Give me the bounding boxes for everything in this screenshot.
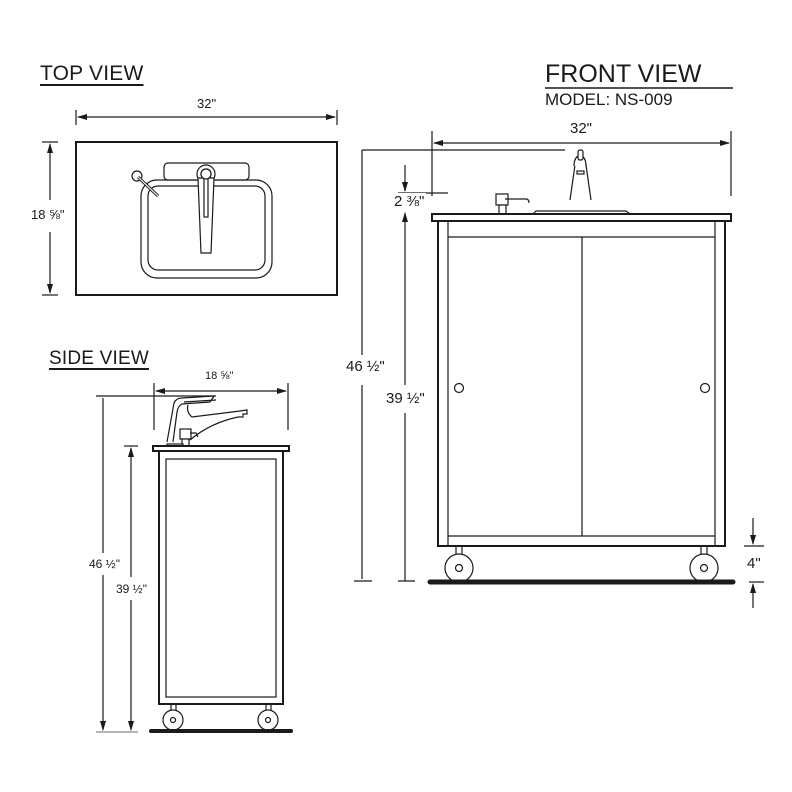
side-view-counter-height-dimension: 39 ½" — [115, 582, 148, 596]
top-view-width-dimension: 32" — [196, 96, 218, 111]
faucet-height-dimension: 2 ⅜" — [392, 193, 427, 210]
top-view-title: TOP VIEW — [40, 62, 144, 85]
top-view-drawing — [42, 110, 338, 296]
front-view-title: FRONT VIEW — [545, 60, 702, 88]
front-view-overall-height-dimension: 46 ½" — [344, 358, 387, 375]
side-view-depth-dimension: 18 ⅝" — [204, 370, 235, 382]
front-view-width-dimension: 32" — [568, 120, 595, 137]
front-view-counter-height-dimension: 39 ½" — [384, 390, 427, 407]
side-view-overall-height-dimension: 46 ½" — [88, 557, 121, 571]
side-view-drawing — [96, 383, 293, 733]
caster-height-dimension: 4" — [745, 555, 763, 572]
side-view-title: SIDE VIEW — [49, 348, 149, 369]
model-label: MODEL: NS-009 — [545, 90, 673, 109]
front-view-drawing — [354, 87, 764, 608]
top-view-depth-dimension: 18 ⅝" — [30, 207, 66, 222]
